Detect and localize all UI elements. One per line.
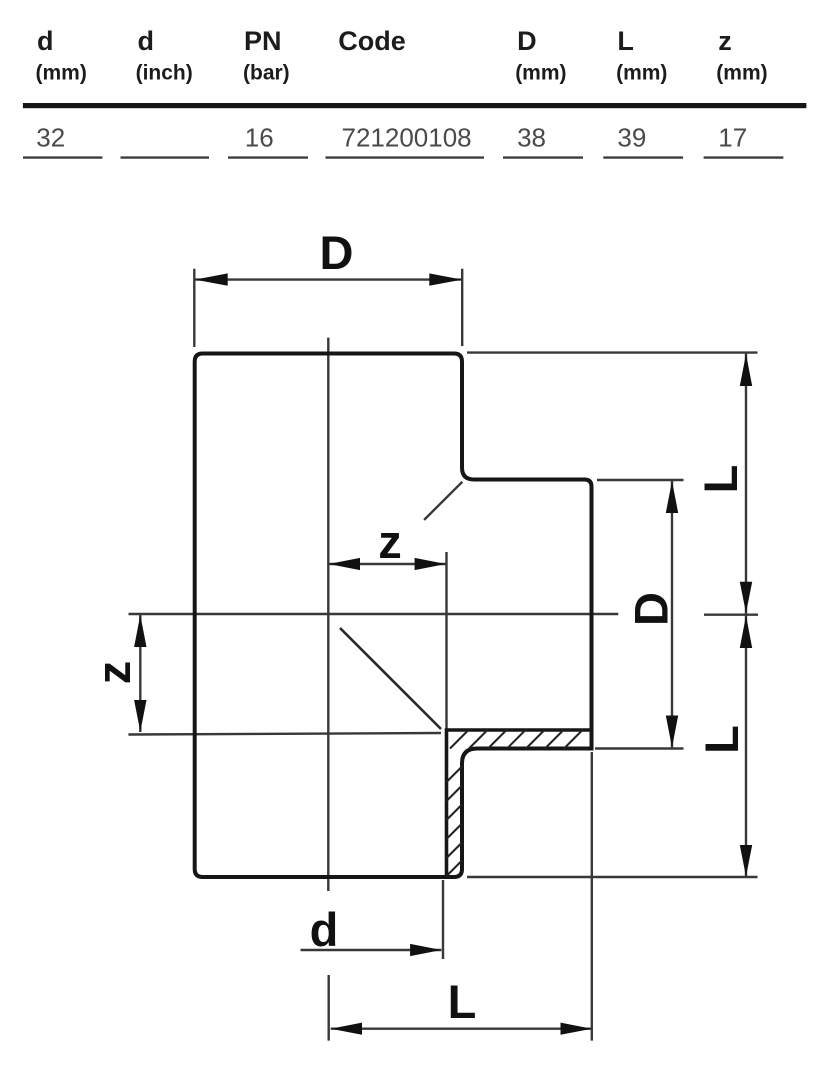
svg-text:(mm): (mm) [515,62,566,85]
svg-text:z: z [378,515,402,568]
svg-text:d: d [138,26,155,56]
svg-text:39: 39 [617,123,646,153]
svg-text:16: 16 [245,123,274,153]
svg-text:(mm): (mm) [716,62,767,85]
svg-text:D: D [517,26,537,56]
svg-text:(inch): (inch) [136,62,193,85]
svg-text:721200108: 721200108 [342,123,472,153]
svg-text:z: z [87,661,140,685]
svg-text:D: D [625,592,678,626]
svg-text:17: 17 [718,123,747,153]
svg-text:L: L [617,26,634,56]
svg-text:(mm): (mm) [36,62,87,85]
svg-text:(mm): (mm) [616,62,667,85]
svg-text:d: d [310,903,339,956]
svg-text:D: D [320,226,354,279]
svg-text:z: z [718,26,732,56]
svg-text:Code: Code [338,26,406,56]
svg-text:PN: PN [244,26,282,56]
svg-text:L: L [694,465,747,494]
svg-text:32: 32 [36,123,65,153]
svg-text:d: d [37,26,54,56]
svg-text:(bar): (bar) [243,62,290,85]
svg-text:L: L [695,725,748,754]
svg-text:38: 38 [517,123,546,153]
svg-text:L: L [448,975,477,1028]
